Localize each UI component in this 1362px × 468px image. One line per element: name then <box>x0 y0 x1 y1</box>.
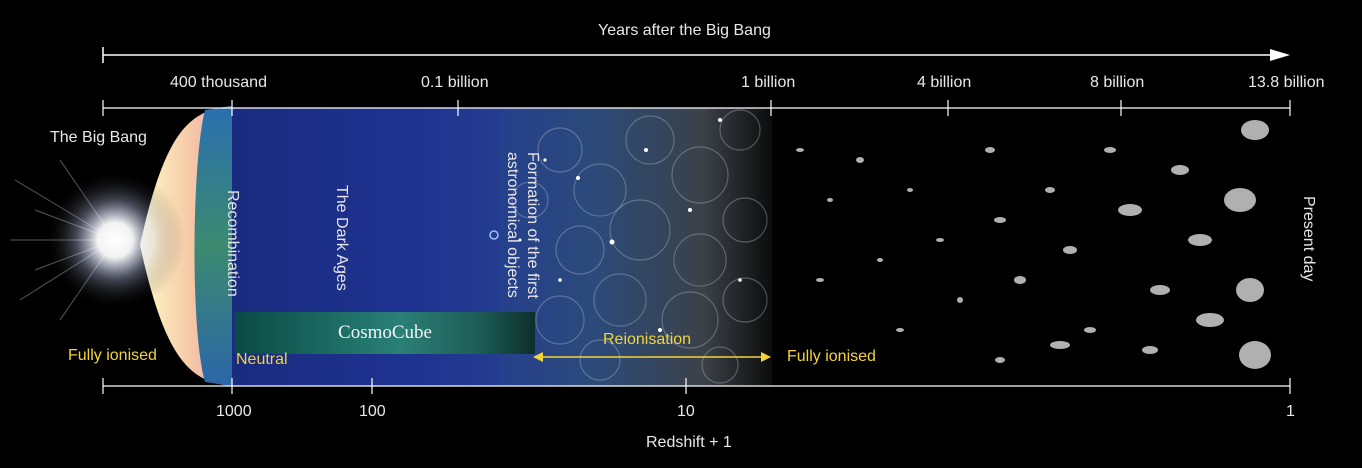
present-day-label: Present day <box>1300 196 1317 282</box>
first-objects-label-line1: Formation of the first <box>524 152 541 299</box>
neutral-label: Neutral <box>236 351 288 365</box>
bottom-tick-label: 100 <box>359 403 386 420</box>
bottom-tick-label: 10 <box>677 403 695 420</box>
top-tick-label: 13.8 billion <box>1248 74 1325 91</box>
years-axis-title: Years after the Big Bang <box>598 22 771 39</box>
top-tick-label: 4 billion <box>917 74 972 91</box>
fully-ionised-right-label: Fully ionised <box>787 348 876 365</box>
dark-ages-label: The Dark Ages <box>333 185 350 291</box>
bottom-axis <box>102 378 1291 394</box>
first-objects-label-line2: astronomical objects <box>504 152 521 298</box>
top-tick-label: 1 billion <box>741 74 796 91</box>
top-tick-label: 8 billion <box>1090 74 1145 91</box>
big-bang-label: The Big Bang <box>50 129 147 146</box>
reionisation-arrow <box>533 352 771 362</box>
redshift-axis-title: Redshift + 1 <box>646 434 732 451</box>
cosmocube-label: CosmoCube <box>338 322 432 343</box>
bottom-tick-label: 1000 <box>216 403 252 420</box>
recombination-label: Recombination <box>224 190 241 297</box>
fully-ionised-left-label: Fully ionised <box>68 347 157 364</box>
top-axis <box>102 47 1291 116</box>
top-tick-label: 0.1 billion <box>421 74 489 91</box>
cosmocube-banner: CosmoCube <box>235 312 535 354</box>
reionisation-label: Reionisation <box>603 331 692 348</box>
bottom-tick-label: 1 <box>1286 403 1295 420</box>
top-tick-label: 400 thousand <box>170 74 267 91</box>
